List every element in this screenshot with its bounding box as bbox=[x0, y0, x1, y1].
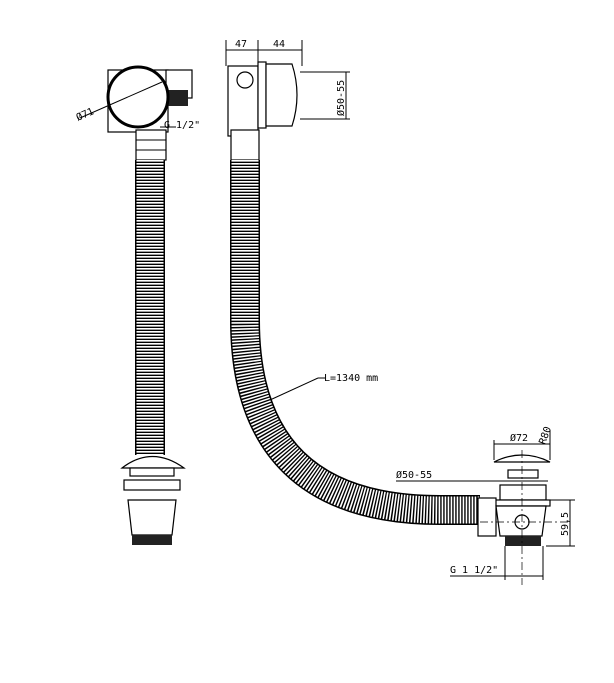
waste-body-left bbox=[127, 499, 177, 536]
dim-plug-diameter: Ø72 bbox=[510, 432, 528, 444]
inlet-thread bbox=[168, 90, 188, 106]
left-overflow-assembly: Ø71 G 1/2" bbox=[74, 65, 200, 545]
waste-flange-left bbox=[123, 479, 181, 491]
overflow-cap-side bbox=[265, 63, 298, 127]
hose-outline-side bbox=[230, 160, 480, 525]
dim-width-cap: 44 bbox=[273, 39, 285, 50]
hose-coupling-side bbox=[230, 129, 260, 161]
dim-line-rosette bbox=[79, 81, 163, 119]
side-overflow-assembly: 47 44 Ø50-55 L=1340 mm bbox=[225, 39, 480, 525]
outlet-thread-right bbox=[505, 536, 541, 546]
waste-assembly-side: Ø72 R80 Ø50-55 59,5 G 1 1/2" bbox=[396, 425, 575, 585]
plug-stem-left bbox=[129, 467, 175, 477]
leader-line-hose bbox=[269, 377, 319, 401]
plug-stem-right bbox=[507, 469, 539, 479]
dim-overflow-diameter: Ø50-55 bbox=[335, 80, 347, 116]
waste-plug-right bbox=[493, 454, 551, 463]
dim-waste-hole: Ø50-55 bbox=[396, 469, 432, 481]
dim-hose-length: L=1340 mm bbox=[324, 373, 378, 384]
overflow-rosette bbox=[106, 65, 170, 129]
overflow-flange-side bbox=[257, 61, 267, 129]
waste-plug-left bbox=[120, 456, 186, 469]
outlet-thread-left bbox=[132, 535, 172, 545]
dim-width-body: 47 bbox=[235, 39, 247, 50]
dim-plug-radius: R80 bbox=[537, 425, 554, 446]
dim-outlet-thread: G 1 1/2" bbox=[450, 565, 498, 576]
hose-nut-right bbox=[477, 497, 497, 537]
hose-coupling bbox=[135, 129, 167, 161]
dim-rosette-diameter: Ø71 bbox=[74, 105, 95, 123]
waste-collar-right bbox=[499, 484, 547, 501]
dim-waste-height: 59,5 bbox=[560, 512, 571, 536]
side-port bbox=[236, 71, 254, 89]
dim-inlet-thread: G 1/2" bbox=[164, 120, 200, 131]
